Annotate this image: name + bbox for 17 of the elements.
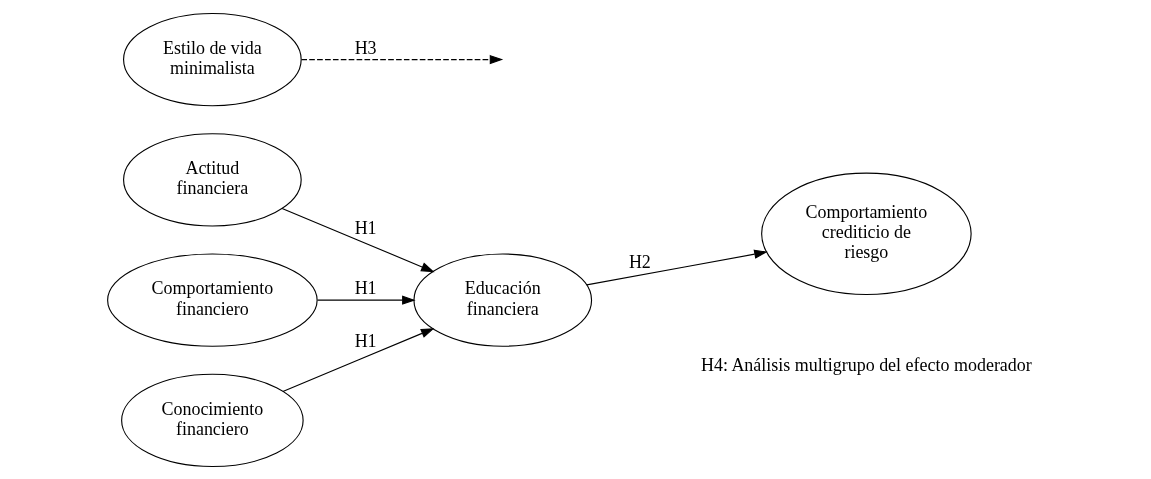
edge-label: H1 xyxy=(354,330,377,351)
edge-label: H1 xyxy=(354,277,377,298)
node-ellipse: Comportamiento crediticio de riesgo xyxy=(760,172,972,295)
arrow xyxy=(585,249,768,285)
node-ellipse: Estilo de vida minimalista xyxy=(122,12,302,106)
edge-label: H2 xyxy=(628,251,651,272)
arrow xyxy=(281,207,435,272)
edge-label: H1 xyxy=(354,217,377,238)
node-ellipse: Actitud financiera xyxy=(122,132,302,227)
arrow xyxy=(300,54,503,64)
arrow xyxy=(281,327,434,392)
edge-label: H3 xyxy=(354,37,377,58)
label: H4: Análisis multigrupo del efecto moderador xyxy=(700,354,1032,375)
node-ellipse: Comportamiento financiero xyxy=(106,252,318,347)
node-ellipse: Educación financiera xyxy=(412,252,592,347)
node-ellipse: Conocimiento financiero xyxy=(120,373,304,467)
arrow xyxy=(316,294,416,305)
